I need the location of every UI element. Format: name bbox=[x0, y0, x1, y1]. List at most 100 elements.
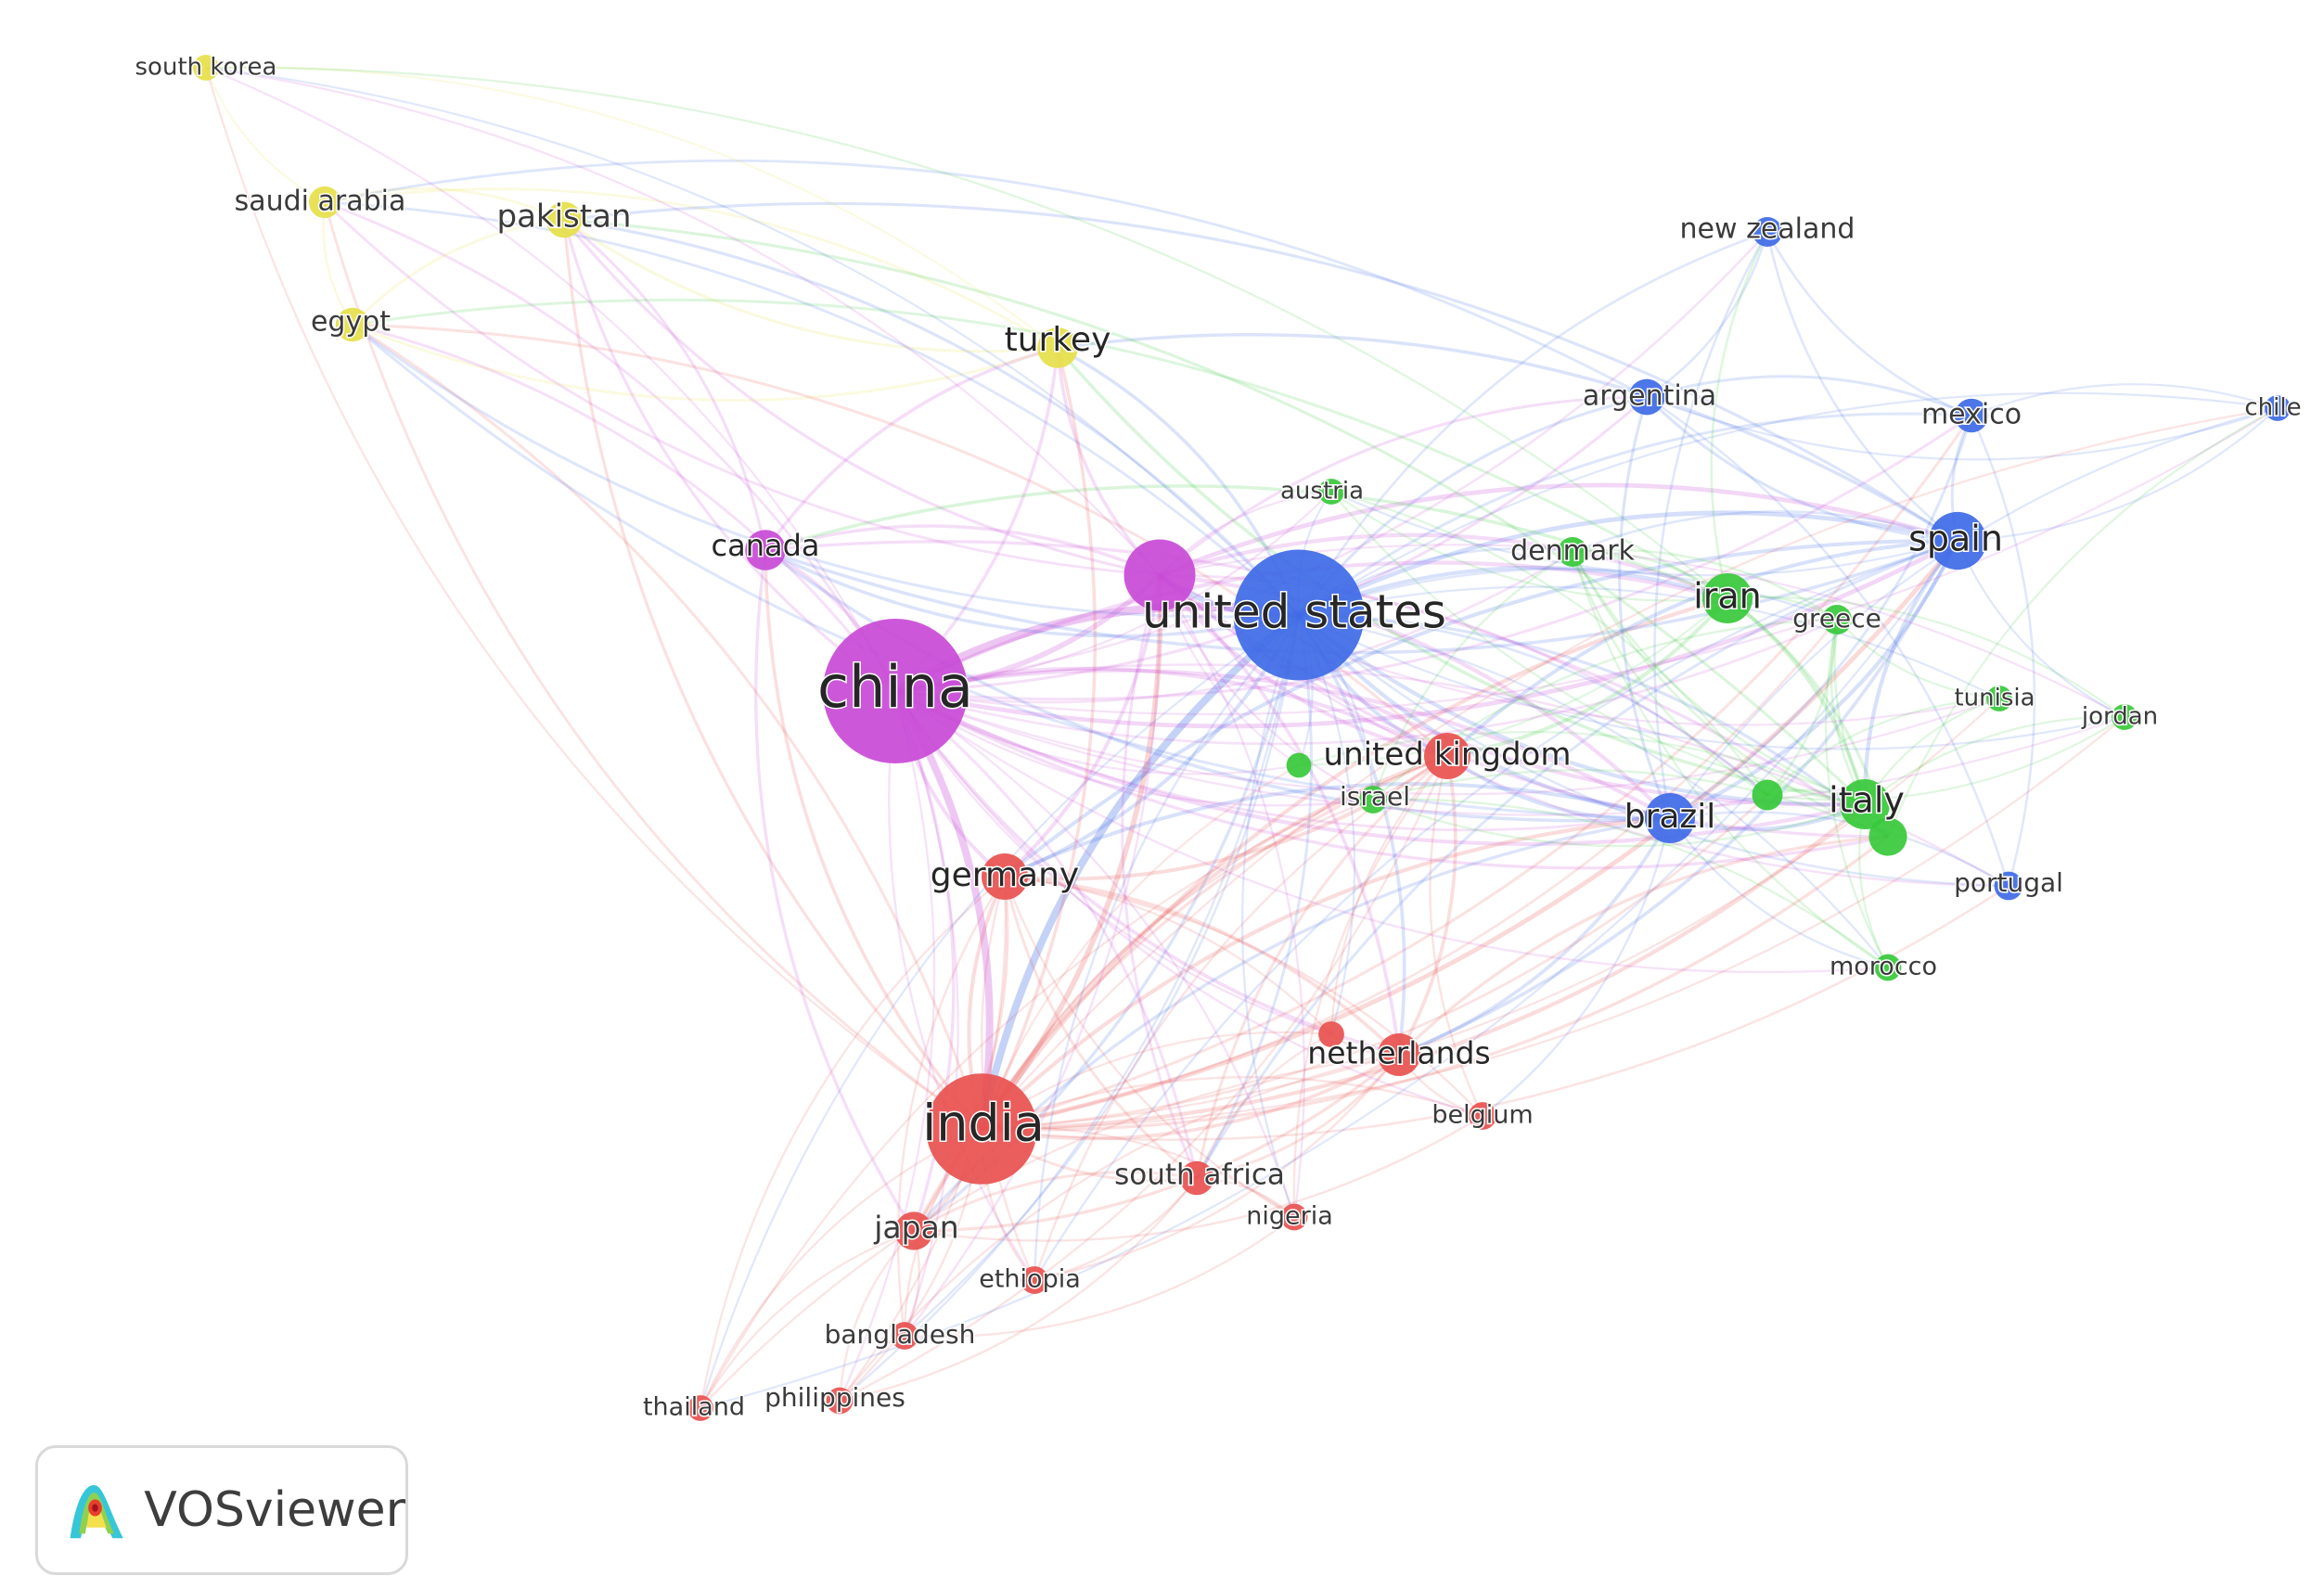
link-new-zealand-spain bbox=[1765, 231, 1958, 543]
link-thailand-united-states bbox=[699, 614, 1300, 1409]
node-green-hub[interactable] bbox=[1868, 817, 1907, 856]
link-red-small-united-kingdom bbox=[1329, 755, 1448, 1035]
node-belgium[interactable] bbox=[1469, 1102, 1496, 1130]
label-jordan: jordan bbox=[2081, 703, 2158, 731]
link-canada-purple-hub bbox=[764, 524, 1161, 577]
link-germany-thailand bbox=[699, 876, 1006, 1409]
link-spain-united-kingdom bbox=[1445, 539, 1958, 758]
label-nigeria: nigeria bbox=[1246, 1202, 1333, 1231]
link-chile-green-hub bbox=[1886, 407, 2279, 838]
link-canada-india bbox=[764, 549, 983, 1131]
vosviewer-badge: VOSviewer bbox=[35, 1445, 408, 1575]
label-mexico: mexico bbox=[1921, 399, 2022, 431]
link-italy-turkey bbox=[1056, 346, 1866, 806]
label-denmark: denmark bbox=[1510, 535, 1635, 568]
node-argentina[interactable] bbox=[1628, 378, 1665, 416]
link-spain-thailand bbox=[700, 540, 1958, 1410]
node-south-korea[interactable] bbox=[193, 55, 219, 81]
node-united-kingdom[interactable] bbox=[1424, 733, 1470, 779]
node-india[interactable] bbox=[926, 1073, 1037, 1185]
node-thailand[interactable] bbox=[687, 1395, 713, 1421]
link-netherlands-spain bbox=[1398, 540, 1959, 1057]
link-germany-netherlands bbox=[1004, 875, 1401, 1057]
node-south-africa[interactable] bbox=[1179, 1160, 1214, 1196]
link-china-spain bbox=[894, 538, 1959, 729]
link-saudi-arabia-south-korea bbox=[204, 67, 326, 203]
link-pakistan-turkey bbox=[563, 218, 1059, 353]
link-denmark-spain bbox=[1572, 510, 1958, 554]
node-iran[interactable] bbox=[1702, 573, 1753, 623]
link-india-portugal bbox=[981, 884, 2009, 1141]
node-china[interactable] bbox=[823, 619, 968, 763]
label-portugal: portugal bbox=[1954, 867, 2063, 898]
node-canada[interactable] bbox=[745, 530, 786, 570]
node-japan[interactable] bbox=[894, 1211, 933, 1250]
node-pakistan[interactable] bbox=[546, 201, 583, 238]
label-bangladesh: bangladesh bbox=[825, 1319, 976, 1350]
node-italy[interactable] bbox=[1840, 779, 1890, 829]
link-egypt-india bbox=[352, 323, 983, 1130]
link-chile-mexico bbox=[1971, 383, 2279, 417]
node-ethiopia[interactable] bbox=[1021, 1266, 1048, 1294]
link-denmark-israel bbox=[1371, 550, 1573, 801]
label-morocco: morocco bbox=[1830, 953, 1937, 981]
node-portugal[interactable] bbox=[1994, 871, 2023, 901]
link-italy-spain bbox=[1862, 539, 1959, 805]
link-china-italy bbox=[894, 689, 1866, 846]
link-bangladesh-nigeria bbox=[904, 1216, 1295, 1339]
node-philippines[interactable] bbox=[826, 1387, 854, 1415]
link-south-africa-united-states bbox=[1195, 614, 1313, 1179]
link-brazil-india bbox=[980, 815, 1671, 1131]
node-austria[interactable] bbox=[1318, 479, 1344, 505]
link-china-green-small bbox=[894, 689, 1768, 832]
link-austria-green-small bbox=[1330, 490, 1768, 796]
link-iran-united-kingdom bbox=[1446, 596, 1729, 758]
link-brazil-spain bbox=[1669, 540, 1959, 820]
node-spain[interactable] bbox=[1928, 511, 1987, 570]
node-denmark[interactable] bbox=[1558, 537, 1587, 567]
node-tunisia[interactable] bbox=[1986, 686, 2012, 711]
node-israel[interactable] bbox=[1359, 786, 1387, 814]
link-ethiopia-spain bbox=[1033, 539, 1958, 1281]
link-germany-red-small bbox=[1004, 875, 1332, 1035]
node-germany[interactable] bbox=[982, 853, 1028, 900]
node-chile[interactable] bbox=[2265, 395, 2291, 421]
link-greece-green-small bbox=[1766, 619, 1839, 796]
link-iran-jordan bbox=[1727, 596, 2125, 718]
link-brazil-new-zealand bbox=[1653, 231, 1769, 819]
node-turkey[interactable] bbox=[1037, 327, 1078, 368]
link-india-united-states bbox=[978, 611, 1302, 1130]
label-chile: chile bbox=[2244, 394, 2301, 422]
node-brazil[interactable] bbox=[1645, 793, 1695, 843]
link-jordan-united-states bbox=[1298, 614, 2125, 750]
link-china-south-korea bbox=[205, 66, 896, 692]
node-nigeria[interactable] bbox=[1280, 1203, 1308, 1231]
node-green-small[interactable] bbox=[1752, 779, 1783, 811]
link-iran-purple-hub bbox=[1159, 532, 1728, 600]
link-nigeria-united-states bbox=[1240, 614, 1301, 1218]
node-egypt[interactable] bbox=[335, 307, 370, 342]
node-red-small[interactable] bbox=[1318, 1021, 1344, 1047]
link-netherlands-purple-hub bbox=[1158, 573, 1401, 1056]
node-green-tiny[interactable] bbox=[1286, 752, 1312, 778]
link-italy-jordan bbox=[1864, 715, 2125, 805]
node-bangladesh[interactable] bbox=[891, 1322, 918, 1350]
node-purple-hub[interactable] bbox=[1123, 539, 1196, 611]
node-saudi-arabia[interactable] bbox=[308, 186, 341, 219]
node-united-states[interactable] bbox=[1233, 549, 1365, 681]
vosviewer-logo-icon bbox=[70, 1484, 123, 1539]
link-netherlands-south-africa bbox=[1196, 1054, 1401, 1180]
node-jordan[interactable] bbox=[2112, 704, 2138, 730]
node-netherlands[interactable] bbox=[1378, 1033, 1420, 1076]
link-red-small-south-africa bbox=[1195, 1033, 1332, 1179]
node-mexico[interactable] bbox=[1954, 398, 1989, 433]
link-netherlands-united-kingdom bbox=[1397, 755, 1457, 1056]
label-italy: italy bbox=[1829, 780, 1905, 821]
link-belgium-germany bbox=[1004, 875, 1483, 1117]
node-morocco[interactable] bbox=[1874, 954, 1902, 981]
node-greece[interactable] bbox=[1822, 605, 1852, 634]
link-green-tiny-italy bbox=[1298, 731, 1866, 806]
node-new-zealand[interactable] bbox=[1753, 217, 1782, 247]
